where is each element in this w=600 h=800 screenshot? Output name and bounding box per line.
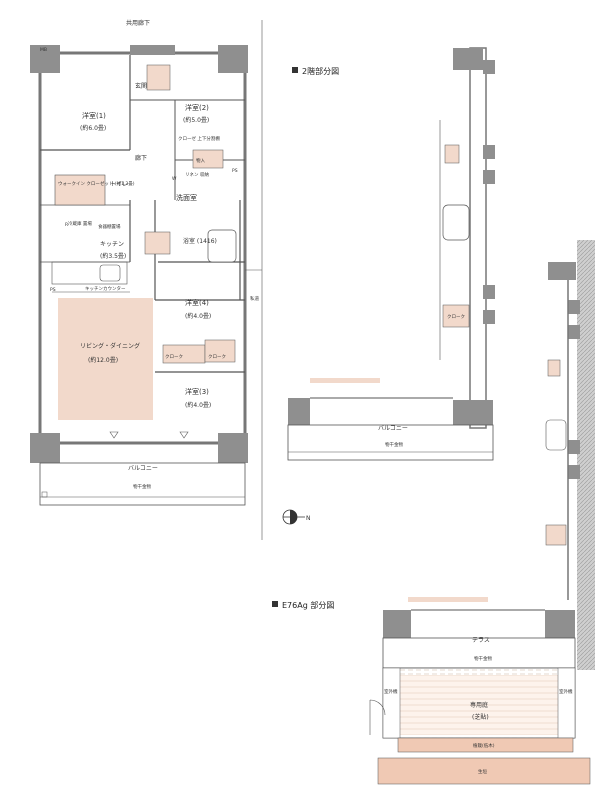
label-living-size: (約12.0畳) bbox=[88, 356, 118, 364]
label-r: R bbox=[65, 222, 68, 228]
label-western4: 洋室(4) bbox=[185, 298, 209, 307]
main-balcony bbox=[39, 462, 246, 506]
pillar bbox=[30, 45, 60, 73]
label-2f-closet: クローク bbox=[447, 314, 465, 320]
label-garden: 専用庭 bbox=[470, 701, 488, 709]
label-planting: 植栽(低木) bbox=[473, 742, 495, 749]
label-wic: ウォークイン クローゼット (約1.3畳) bbox=[58, 180, 135, 187]
label-western3-size: (約4.0畳) bbox=[185, 401, 211, 409]
label-2f-drying: 物干金物 bbox=[385, 441, 403, 448]
section-2f: 2階部分図 バルコニー 物干金物 クローク bbox=[287, 47, 495, 461]
label-mb: MB bbox=[40, 47, 47, 53]
label-western2-size: (約5.0畳) bbox=[183, 116, 209, 124]
label-linen: リネン 収納 bbox=[185, 171, 209, 178]
label-entrance: 玄関 bbox=[135, 82, 147, 90]
label-ps-b: PS bbox=[50, 287, 56, 293]
label-ac-left: 室外機 bbox=[384, 688, 398, 695]
main-plan: 共用廊下 MB 玄関 洋室(1) (約6.0畳) 洋室(2) (約5.0畳) ク… bbox=[30, 19, 263, 540]
label-ac-right: 室外機 bbox=[559, 688, 573, 695]
label-washroom: 洗面室 bbox=[176, 193, 197, 202]
section-e76ag: E76Ag 部分図 テラス 物干金物 専用庭 (芝貼) 室外機 室外機 植栽(低… bbox=[272, 597, 591, 785]
right-edge-plan bbox=[545, 240, 595, 670]
label-ps-a: PS bbox=[232, 168, 238, 174]
pillar bbox=[30, 433, 60, 463]
label-hedge: 生垣 bbox=[478, 768, 487, 775]
label-2f-balcony: バルコニー bbox=[378, 425, 408, 432]
label-hallway: 廊下 bbox=[135, 154, 147, 162]
label-common-corridor: 共用廊下 bbox=[126, 19, 150, 27]
label-living: リビング・ダイニング bbox=[80, 342, 140, 350]
label-western2: 洋室(2) bbox=[185, 103, 209, 112]
label-drying: 物干金物 bbox=[133, 483, 151, 490]
label-w: W bbox=[172, 176, 177, 182]
label-balcony: バルコニー bbox=[128, 465, 158, 472]
label-fridge: 冷蔵庫 置場 bbox=[68, 220, 92, 227]
label-toilet: トイレ bbox=[110, 181, 128, 188]
label-western1: 洋室(1) bbox=[82, 111, 106, 120]
label-closet-upper: クローゼ 上下分割棚 bbox=[178, 135, 220, 142]
label-western1-size: (約6.0畳) bbox=[80, 124, 106, 132]
compass: N bbox=[282, 509, 311, 525]
label-cupboard: 食器棚置場 bbox=[98, 223, 121, 230]
label-terrace: テラス bbox=[472, 637, 490, 644]
label-kitchen-counter: キッチンカウンター bbox=[85, 285, 126, 292]
label-storage: 物入 bbox=[196, 157, 205, 164]
pillar bbox=[218, 45, 248, 73]
label-bath: 浴室 (1416) bbox=[183, 237, 217, 245]
label-closet-a: クローク bbox=[165, 354, 183, 360]
label-western4-size: (約4.0畳) bbox=[185, 312, 211, 320]
title-2f: 2階部分図 bbox=[302, 66, 339, 76]
label-closet-b: クローク bbox=[208, 354, 226, 360]
wic-area bbox=[54, 174, 106, 206]
wall-segment bbox=[130, 45, 175, 55]
label-kitchen: キッチン bbox=[100, 241, 124, 248]
label-aisle: 私道 bbox=[250, 295, 259, 302]
living-floor bbox=[58, 298, 153, 420]
compass-north: N bbox=[306, 515, 311, 522]
pillar bbox=[218, 433, 248, 463]
title-e76ag: E76Ag 部分図 bbox=[282, 600, 334, 610]
label-garden-sub: (芝貼) bbox=[472, 713, 489, 721]
label-e76-drying: 物干金物 bbox=[474, 655, 492, 662]
label-western3: 洋室(3) bbox=[185, 387, 209, 396]
label-kitchen-size: (約3.5畳) bbox=[100, 252, 126, 260]
